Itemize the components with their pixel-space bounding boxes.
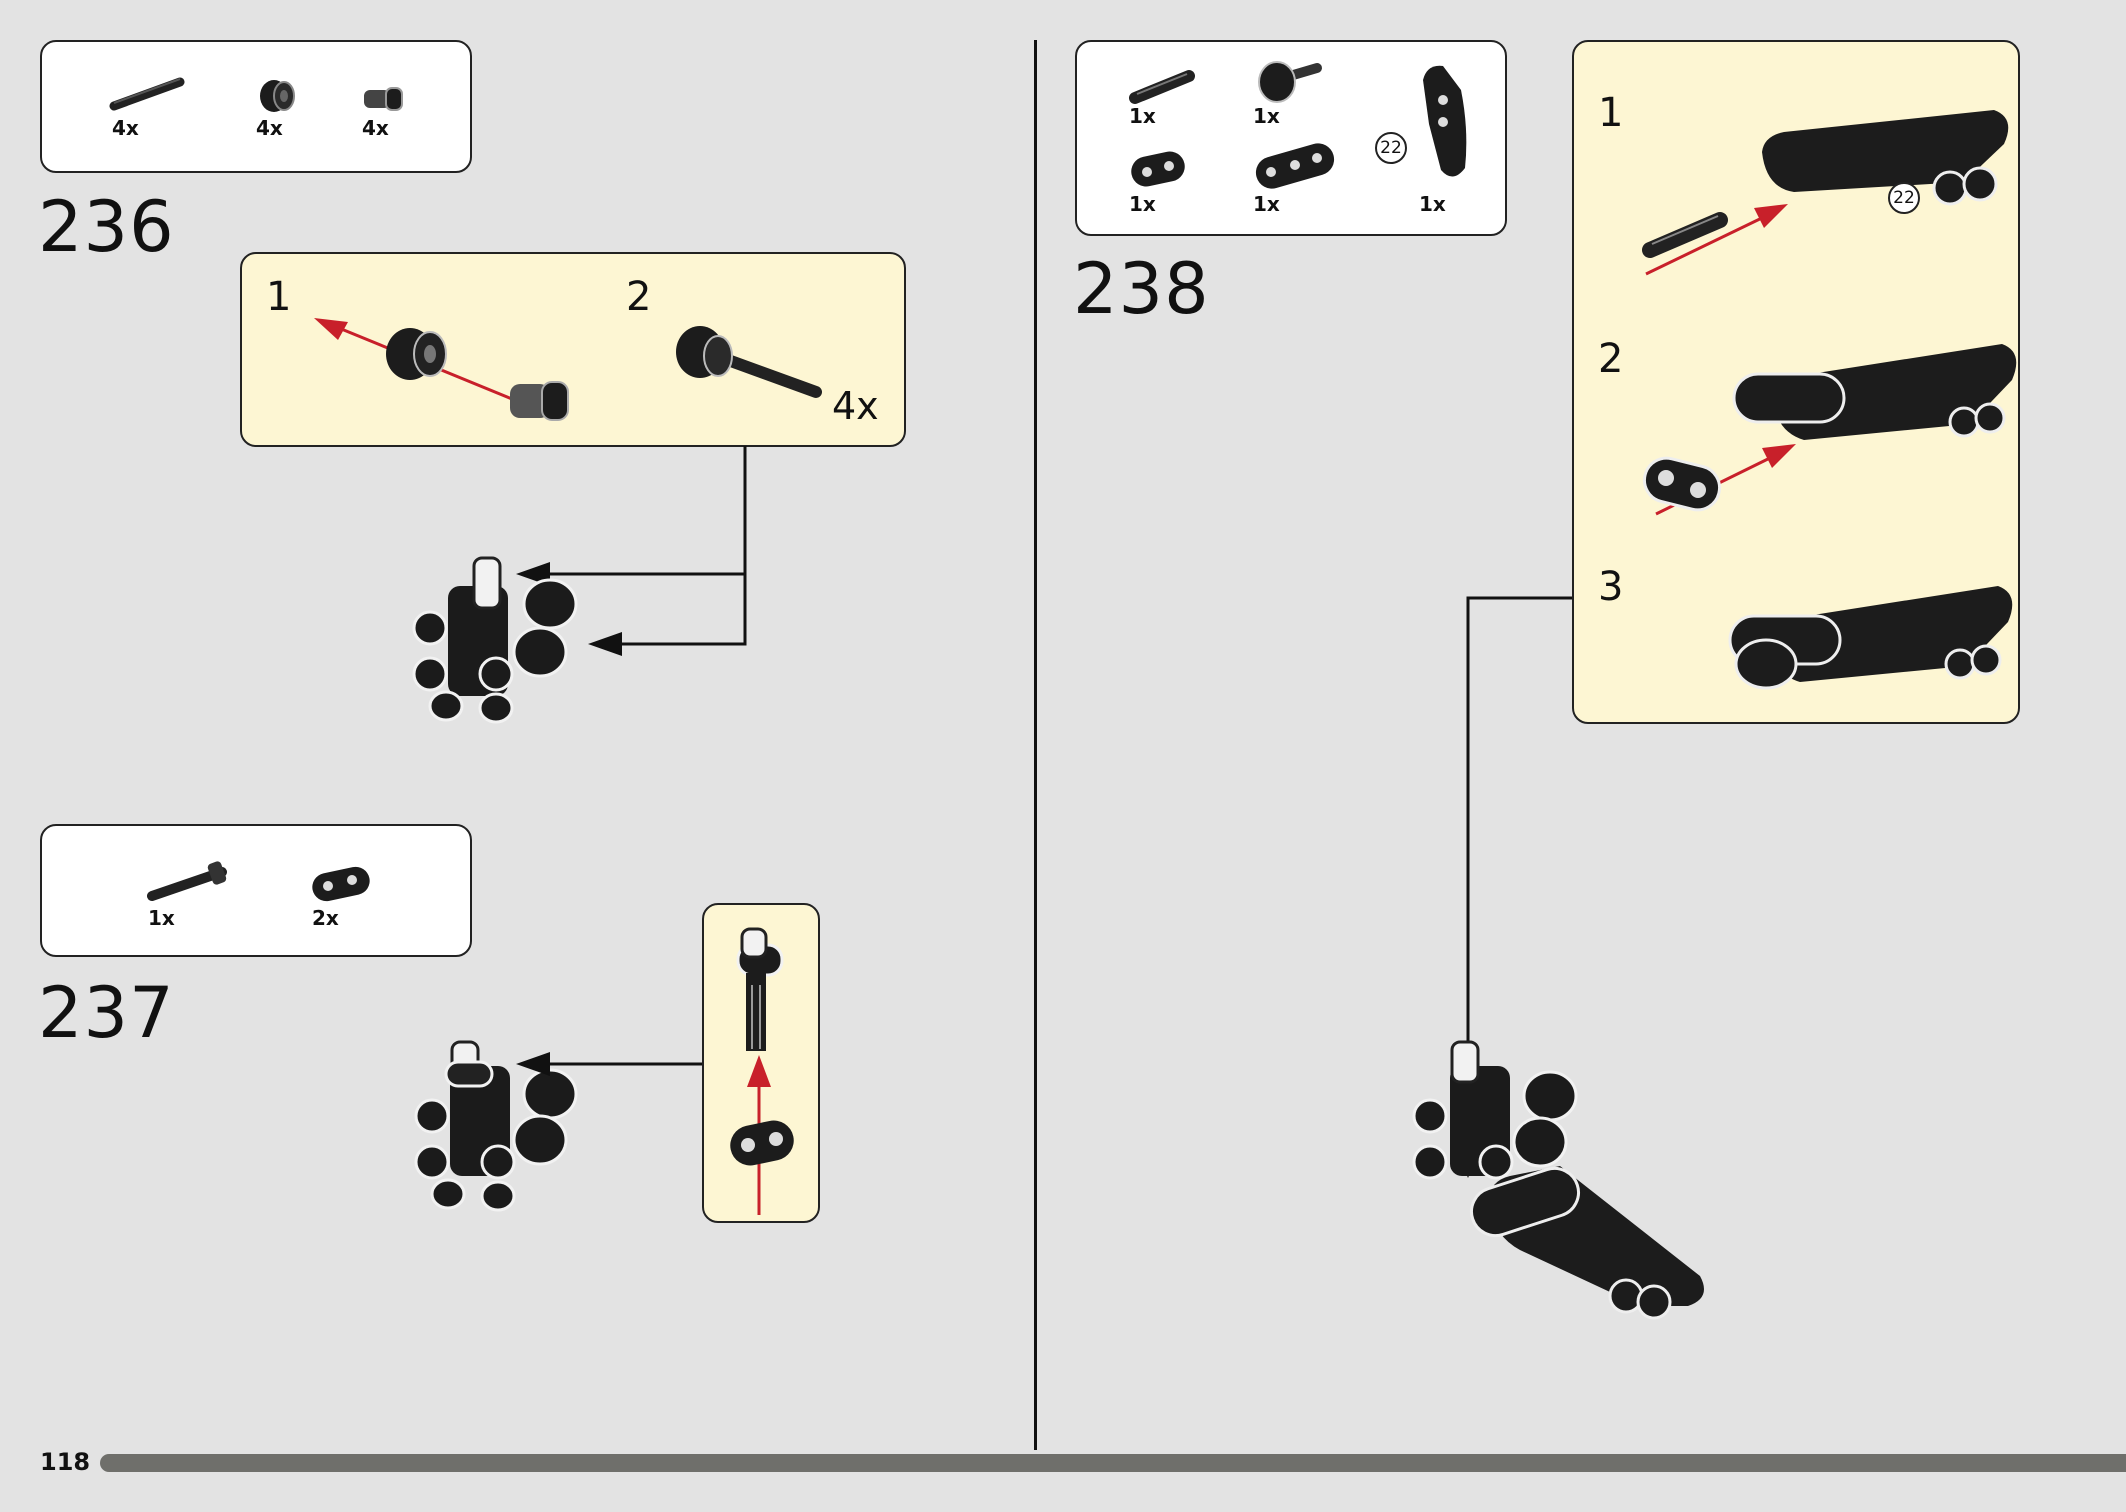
part-qty: 1x [1129,192,1156,216]
pin-with-bush-icon [1258,61,1322,103]
callout-circle: 22 [1888,182,1920,214]
callout-circle: 22 [1375,132,1407,164]
part-qty: 1x [148,906,175,930]
axle-with-stop-icon [147,861,227,901]
pin-part [510,381,569,421]
part-qty: 1x [1253,104,1280,128]
pin-icon [364,87,403,111]
panel-with-beam-part [1732,344,2017,440]
beam-3-icon [1255,143,1335,189]
model-assembly-237 [414,1040,578,1212]
bush-on-pin [676,326,822,398]
beam-2-icon [312,866,370,902]
sub-assembly-237 [702,903,820,1223]
sub-assembly-238: 1 2 3 22 [1572,40,2020,724]
axle-icon [109,77,185,111]
progress-bar [100,1454,2126,1472]
assembly-arrow [1645,204,1788,276]
parts-list-238: 1x 1x 1x 1x 22 1x [1075,40,1507,236]
sub-step-number: 2 [1598,336,1624,382]
step-number: 237 [38,972,175,1054]
axle-connector-part [1642,212,1728,258]
bush-part [386,328,447,380]
sub-step-number: 3 [1598,564,1624,610]
part-qty: 1x [1253,192,1280,216]
step-number: 236 [38,186,175,268]
page-number: 118 [40,1448,91,1476]
panel-part [1762,110,2009,206]
step-number: 238 [1073,248,1210,330]
model-assembly-238 [1412,1040,1704,1320]
sub-assembly-236: 1 2 4x [240,252,906,447]
part-qty: 1x [1129,104,1156,128]
multiplier: 4x [832,384,879,428]
panel-combined-part [1728,586,2013,690]
sub-step-number: 2 [626,274,652,320]
part-qty: 1x [1419,192,1446,216]
axle-with-beam-part [736,927,784,1051]
part-qty: 4x [256,116,283,140]
sub-step-number: 1 [1598,90,1624,136]
beam-2-icon [1131,151,1185,187]
model-assembly-236 [412,556,578,724]
axle-connector-icon [1129,70,1195,104]
bush-icon [260,80,295,112]
panel-icon [1423,65,1467,177]
part-qty: 4x [362,116,389,140]
beam-2-part [730,1120,794,1166]
parts-list-236: 4x 4x 4x [40,40,472,173]
beam-2-part [1642,456,1722,512]
page-divider [1034,40,1037,1450]
part-qty: 2x [312,906,339,930]
parts-list-237: 1x 2x [40,824,472,957]
sub-step-number: 1 [266,274,292,320]
connector-arrow [516,1052,702,1076]
part-qty: 4x [112,116,139,140]
